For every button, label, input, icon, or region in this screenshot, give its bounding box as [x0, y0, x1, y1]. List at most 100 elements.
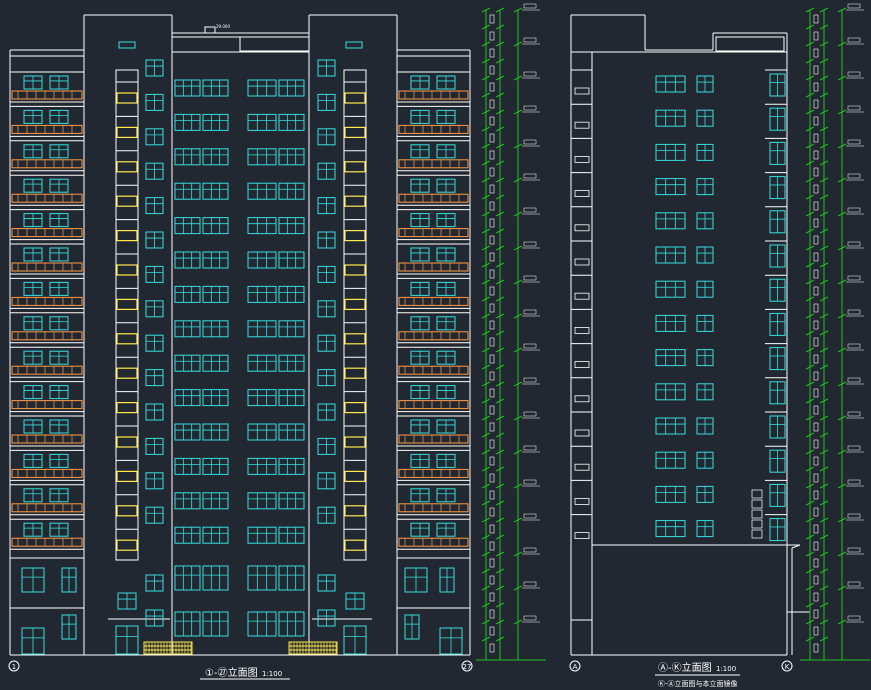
side-window: [696, 520, 714, 538]
side-window: [696, 451, 714, 469]
window-frame: [247, 182, 277, 200]
dimension-tick: [805, 177, 815, 183]
window-frame: [247, 148, 277, 166]
stair-railing-left: [116, 505, 138, 517]
core-window: [278, 251, 305, 269]
level-tick: [837, 75, 847, 81]
dimension-tick: [481, 534, 491, 540]
window-frame: [202, 217, 229, 235]
dimension-tick: [481, 109, 491, 115]
balcony-rail: [398, 537, 469, 547]
wing-window: [436, 109, 456, 124]
stair-railing-left: [116, 298, 138, 310]
side-window: [655, 246, 686, 264]
balcony-rail: [11, 537, 83, 547]
dimension-tick: [481, 245, 491, 251]
window-frame: [278, 113, 305, 131]
core-window: [202, 79, 229, 97]
core-lower-window: [174, 565, 201, 591]
dimension-text-mark: [813, 524, 819, 534]
dimension-text-mark: [489, 235, 495, 245]
wing-window: [49, 213, 69, 228]
window-frame: [247, 389, 277, 407]
podium-detail: [751, 489, 763, 499]
balcony-rail: [398, 503, 469, 513]
dimension-tick: [481, 92, 491, 98]
wing-window: [436, 419, 456, 434]
balcony-rail: [11, 193, 83, 203]
wing-window: [436, 453, 456, 468]
dimension-tick: [819, 92, 829, 98]
side-window: [655, 383, 686, 401]
dimension-tick: [805, 398, 815, 404]
core-window: [174, 423, 201, 441]
side-window: [655, 75, 686, 93]
level-tick: [513, 585, 523, 591]
dimension-tick: [495, 551, 505, 557]
wing-window: [410, 144, 430, 159]
window-frame: [247, 285, 277, 303]
core-window: [278, 148, 305, 166]
tower-left-window: [145, 128, 164, 146]
dimension-text-mark: [489, 456, 495, 466]
level-tick: [513, 109, 523, 115]
axis-bubble-k: [781, 660, 793, 672]
level-tick: [837, 483, 847, 489]
wing-window: [23, 281, 43, 296]
dimension-tick: [819, 41, 829, 47]
level-tick: [837, 313, 847, 319]
tower-right-window: [317, 437, 336, 455]
side-window: [696, 143, 714, 161]
window-frame: [174, 217, 201, 235]
stair-railing-right: [344, 195, 366, 207]
wing-window: [49, 281, 69, 296]
dimension-text-mark: [489, 541, 495, 551]
side-window: [655, 314, 686, 332]
wing-window: [410, 419, 430, 434]
podium-detail: [751, 529, 763, 539]
stair-railing-left: [116, 367, 138, 379]
side-window: [655, 280, 686, 298]
dimension-text-mark: [489, 133, 495, 143]
level-tick: [513, 279, 523, 285]
core-window: [247, 492, 277, 510]
dimension-text-mark: [813, 490, 819, 500]
tower-right-window: [317, 334, 336, 352]
dimension-tick: [481, 262, 491, 268]
dimension-tick: [819, 398, 829, 404]
dimension-tick: [819, 211, 829, 217]
wing-window: [23, 213, 43, 228]
side-stair-window: [769, 278, 786, 302]
stair-shaft-right: [343, 69, 367, 561]
window-frame: [202, 354, 229, 372]
dimension-text-mark: [813, 150, 819, 160]
ground-window: [404, 567, 428, 593]
rooftop-structure: [239, 36, 310, 52]
front-elevation-building: [8, 14, 473, 680]
level-text-mark: [523, 3, 537, 9]
dimension-tick: [495, 534, 505, 540]
drawing-1-top-dimension: 29.000: [216, 24, 230, 29]
wing-window: [436, 178, 456, 193]
side-left-balcony: [574, 292, 590, 300]
window-frame: [202, 457, 229, 475]
window-frame: [655, 520, 686, 538]
ground-window: [21, 567, 45, 593]
side-window: [655, 109, 686, 127]
stair-railing-right: [344, 402, 366, 414]
dimension-text-mark: [813, 626, 819, 636]
tower-right-window: [317, 369, 336, 387]
side-window: [696, 417, 714, 435]
core-window: [278, 285, 305, 303]
stair-railing-left: [116, 126, 138, 139]
tower-right-window: [317, 574, 336, 592]
tower-right-window: [317, 128, 336, 146]
dimension-tick: [495, 177, 505, 183]
side-window: [696, 212, 714, 230]
dimension-text-mark: [813, 507, 819, 517]
dimension-text-mark: [489, 150, 495, 160]
dimension-tick: [819, 619, 829, 625]
side-window: [696, 75, 714, 93]
dimension-tick: [819, 194, 829, 200]
dimension-text-mark: [489, 609, 495, 619]
